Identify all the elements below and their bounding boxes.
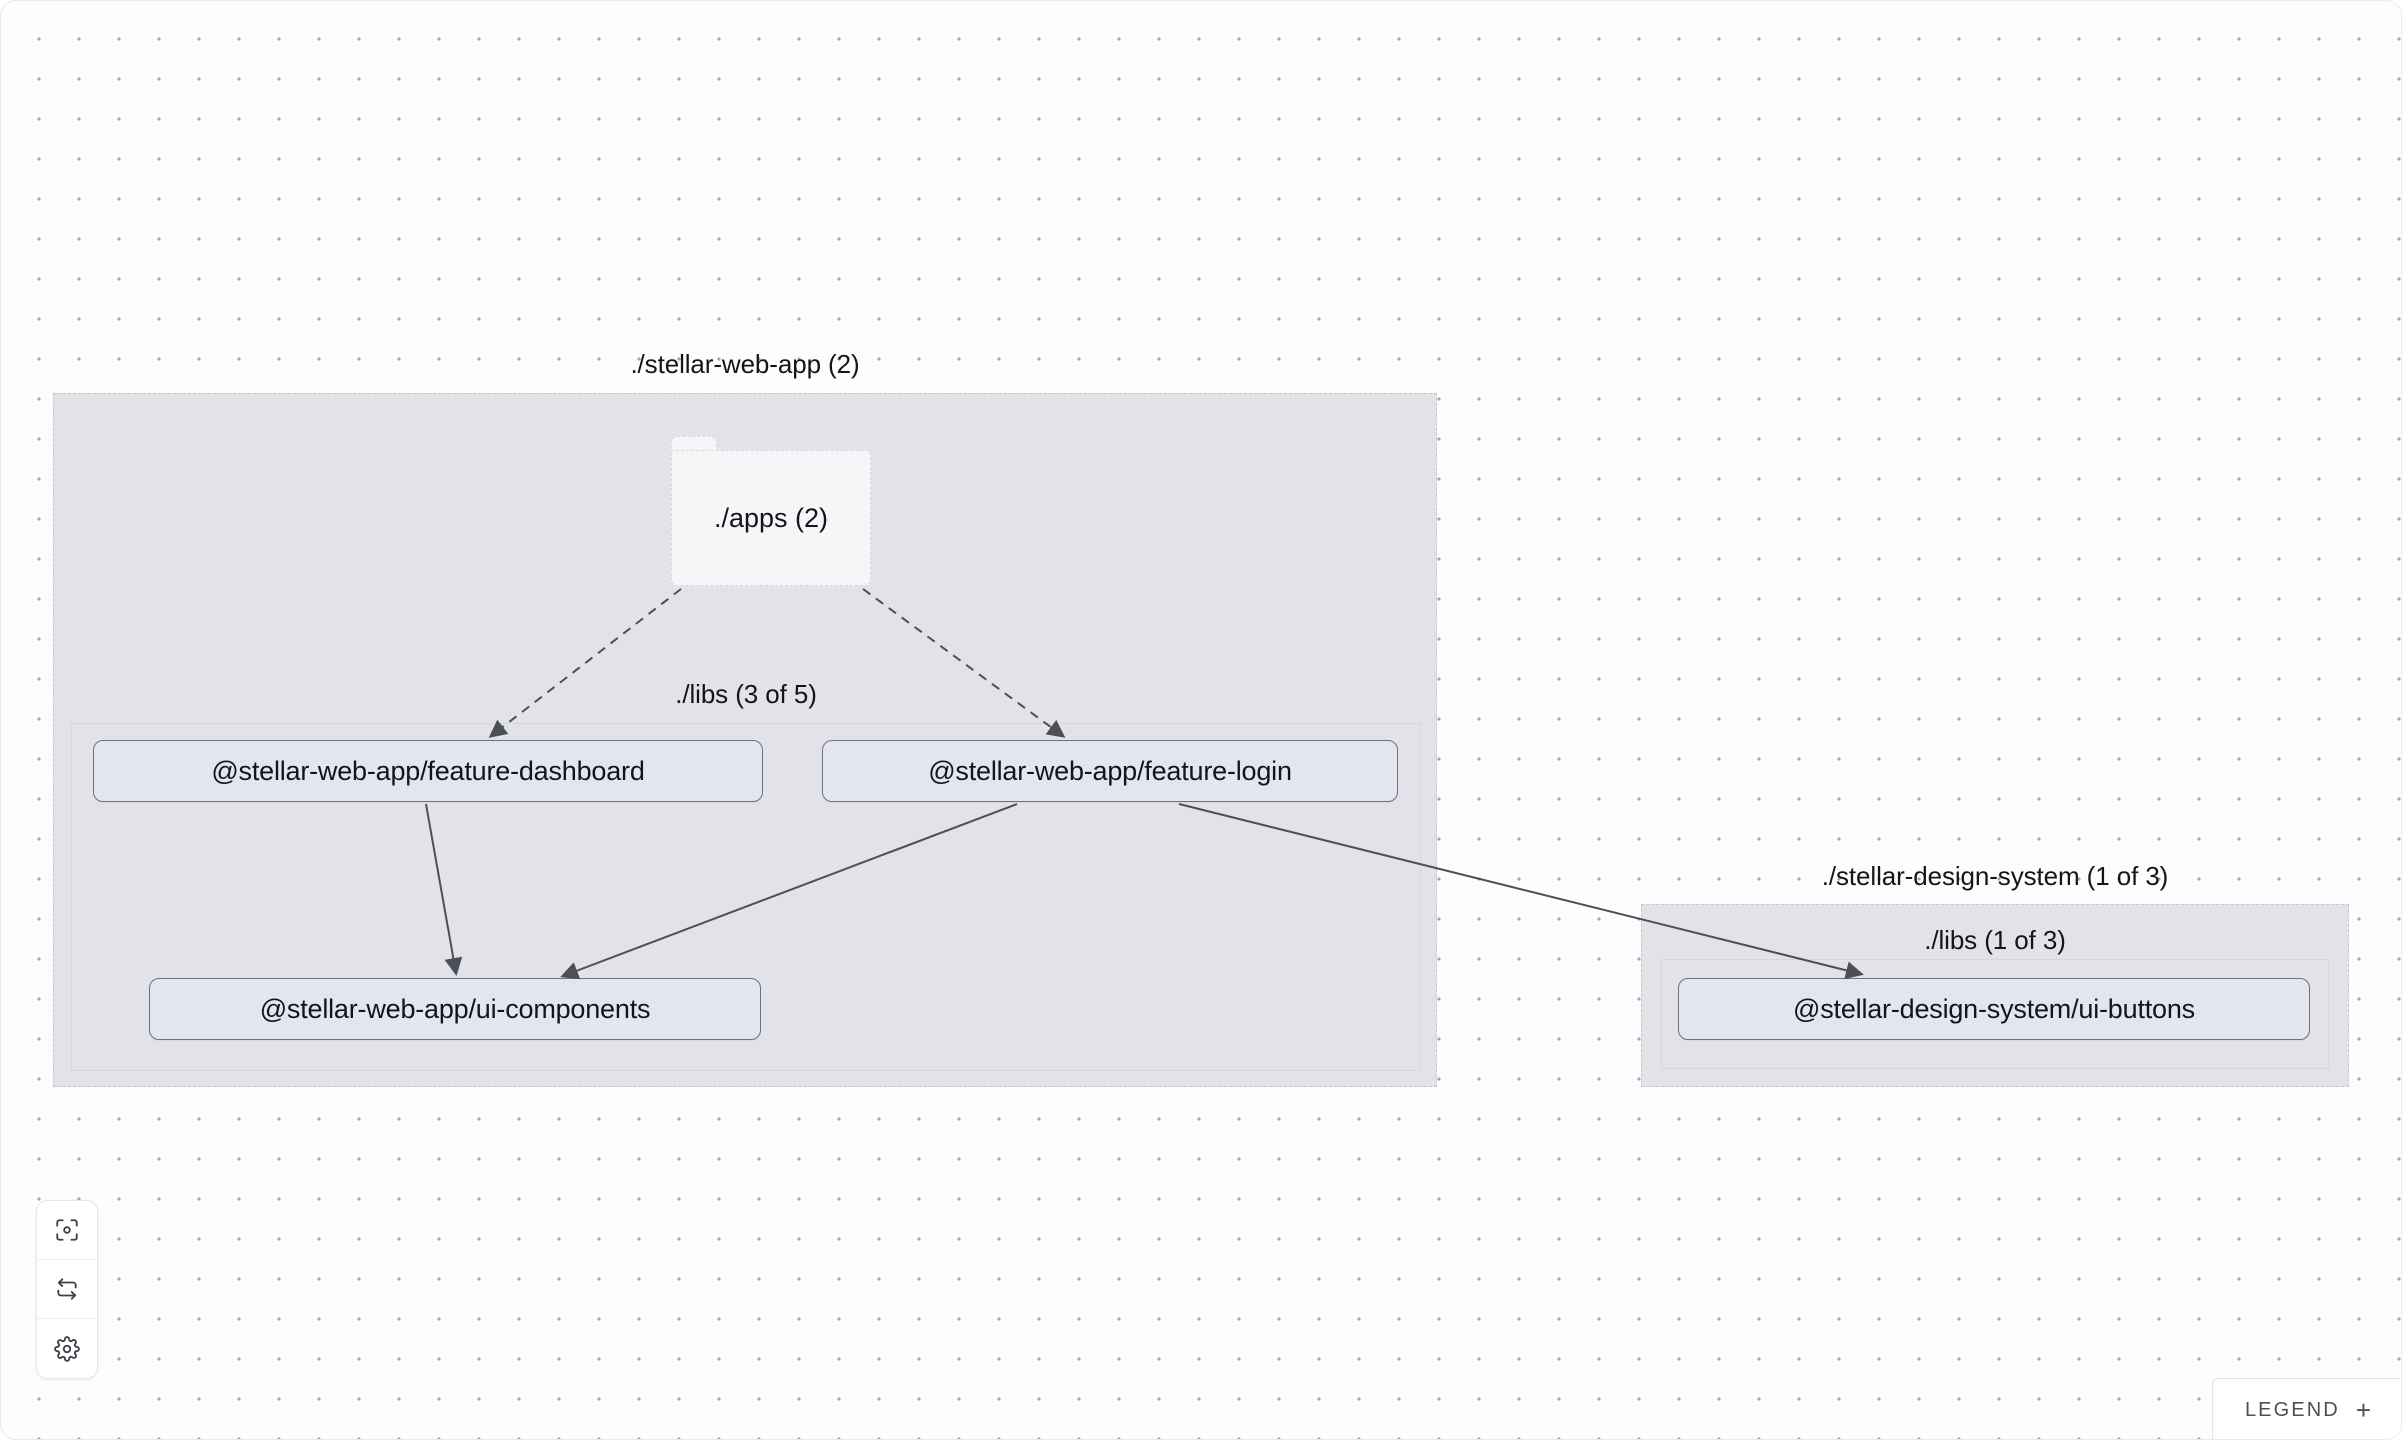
node-label: @stellar-web-app/feature-login (928, 755, 1292, 786)
legend-label: LEGEND (2244, 1398, 2340, 1421)
graph-tool-rail[interactable] (36, 1200, 98, 1379)
legend-expand-icon[interactable]: + (2355, 1395, 2371, 1425)
refresh-sync-icon (54, 1276, 80, 1302)
node-label: @stellar-web-app/ui-components (259, 993, 651, 1024)
group-label-stellar-web-app: ./stellar-web-app (2) (630, 349, 860, 379)
group-label-stellar-design-system-libs: ./libs (1 of 3) (1924, 925, 2066, 955)
folder-node-apps[interactable]: ./apps (2) (671, 436, 871, 586)
node-label: @stellar-web-app/feature-dashboard (211, 755, 645, 786)
refresh-graph-button[interactable] (37, 1260, 97, 1319)
folder-node-label: ./apps (2) (713, 502, 829, 533)
legend-panel[interactable]: LEGEND + (2211, 1378, 2401, 1439)
focus-graph-button[interactable] (37, 1201, 97, 1260)
node-feature-dashboard[interactable]: @stellar-web-app/feature-dashboard (93, 740, 763, 802)
group-label-stellar-web-app-libs: ./libs (3 of 5) (675, 679, 817, 709)
node-ui-components[interactable]: @stellar-web-app/ui-components (149, 978, 761, 1040)
node-ui-buttons[interactable]: @stellar-design-system/ui-buttons (1678, 978, 2310, 1040)
node-label: @stellar-design-system/ui-buttons (1793, 993, 2195, 1024)
node-feature-login[interactable]: @stellar-web-app/feature-login (822, 740, 1398, 802)
folder-body: ./apps (2) (671, 450, 871, 586)
graph-settings-button[interactable] (37, 1319, 97, 1378)
folder-tab (671, 436, 717, 454)
focus-target-icon (54, 1217, 80, 1243)
gear-icon (54, 1335, 80, 1362)
group-label-stellar-design-system: ./stellar-design-system (1 of 3) (1821, 861, 2169, 891)
